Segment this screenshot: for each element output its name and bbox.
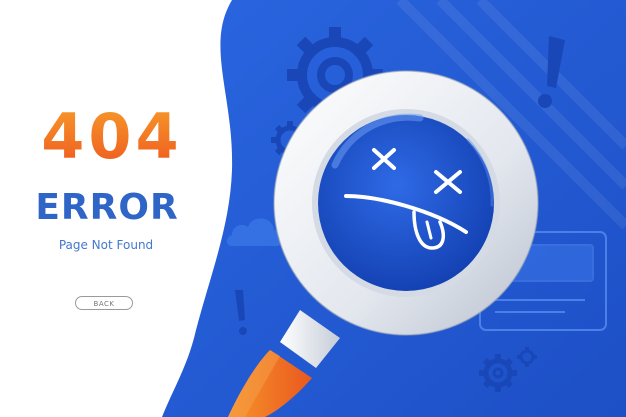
error-code: 404 bbox=[32, 106, 192, 168]
dizzy-face-icon bbox=[344, 148, 468, 250]
gear-icon bbox=[517, 347, 537, 367]
error-subtitle: Page Not Found bbox=[58, 238, 154, 252]
error-title: ERROR bbox=[35, 187, 179, 228]
back-button[interactable]: BACK bbox=[75, 296, 133, 310]
exclamation-icon bbox=[235, 290, 247, 335]
exclamation-icon bbox=[538, 36, 565, 108]
magnifier-icon bbox=[228, 70, 539, 417]
cloud-icon bbox=[226, 218, 283, 246]
error-message-panel: 404 ERROR Page Not Found BACK bbox=[0, 0, 240, 417]
gear-icon bbox=[479, 354, 517, 392]
